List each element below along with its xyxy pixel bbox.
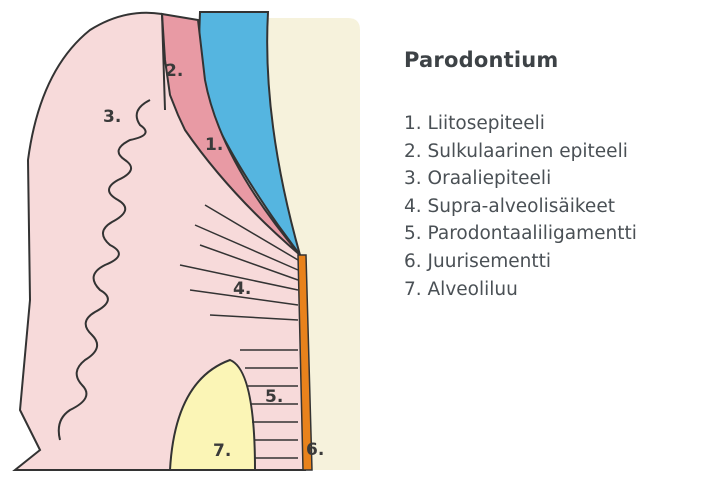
legend-item: 2. Sulkulaarinen epiteeli [404,138,637,166]
label-2: 2. [165,61,183,81]
diagram-title: Parodontium [404,48,637,72]
label-4: 4. [233,279,251,299]
label-6: 6. [306,440,324,460]
legend-item: 6. Juurisementti [404,248,637,276]
legend-item: 4. Supra-alveolisäikeet [404,193,637,221]
parodontium-diagram: 1. 2. 3. 4. 5. 6. 7. [0,0,380,480]
label-1: 1. [205,135,223,155]
legend: Parodontium 1. Liitosepiteeli 2. Sulkula… [404,48,637,303]
legend-list: 1. Liitosepiteeli 2. Sulkulaarinen epite… [404,110,637,303]
label-3: 3. [103,107,121,127]
legend-item: 5. Parodontaaliligamentti [404,220,637,248]
label-5: 5. [265,387,283,407]
legend-item: 1. Liitosepiteeli [404,110,637,138]
label-7: 7. [213,441,231,461]
legend-item: 3. Oraaliepiteeli [404,165,637,193]
legend-item: 7. Alveoliluu [404,276,637,304]
